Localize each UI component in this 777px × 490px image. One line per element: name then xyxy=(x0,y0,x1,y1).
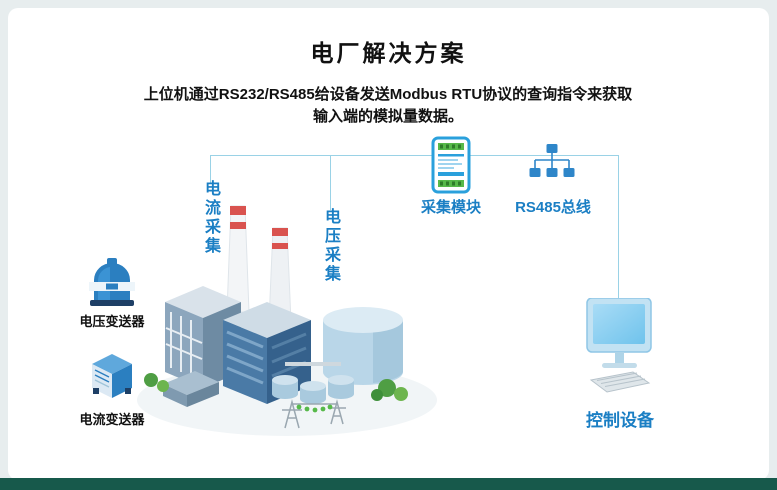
rs485-bus-icon xyxy=(528,144,576,189)
description-line-1: 上位机通过RS232/RS485给设备发送Modbus RTU协议的查询指令来获… xyxy=(143,86,633,103)
label-current-transmitter: 电流变送器 xyxy=(79,412,145,427)
label-rs485-bus: RS485总线 xyxy=(515,199,591,216)
description: 上位机通过RS232/RS485给设备发送Modbus RTU协议的查询指令来获… xyxy=(108,84,668,128)
control-device-icon xyxy=(585,297,655,403)
label-acquisition-module: 采集模块 xyxy=(420,199,481,216)
current-transmitter-icon xyxy=(84,350,140,409)
power-plant-illustration xyxy=(135,192,445,447)
connector-line-current-collection xyxy=(210,155,211,183)
connector-line-control-device xyxy=(618,155,619,303)
voltage-transmitter-icon xyxy=(86,256,138,313)
connector-line-voltage-collection xyxy=(330,155,331,210)
label-voltage-collection: 电压采集 xyxy=(322,208,339,284)
connector-horizontal-line xyxy=(210,155,619,156)
description-line-2: 输入端的模拟量数据。 xyxy=(312,107,463,125)
label-voltage-transmitter: 电压变送器 xyxy=(79,314,145,329)
label-current-collection: 电流采集 xyxy=(202,180,219,256)
footer-bar xyxy=(0,478,777,490)
page-title: 电厂解决方案 xyxy=(310,40,467,66)
label-control-device: 控制设备 xyxy=(586,411,654,430)
acquisition-module-icon xyxy=(429,136,473,199)
